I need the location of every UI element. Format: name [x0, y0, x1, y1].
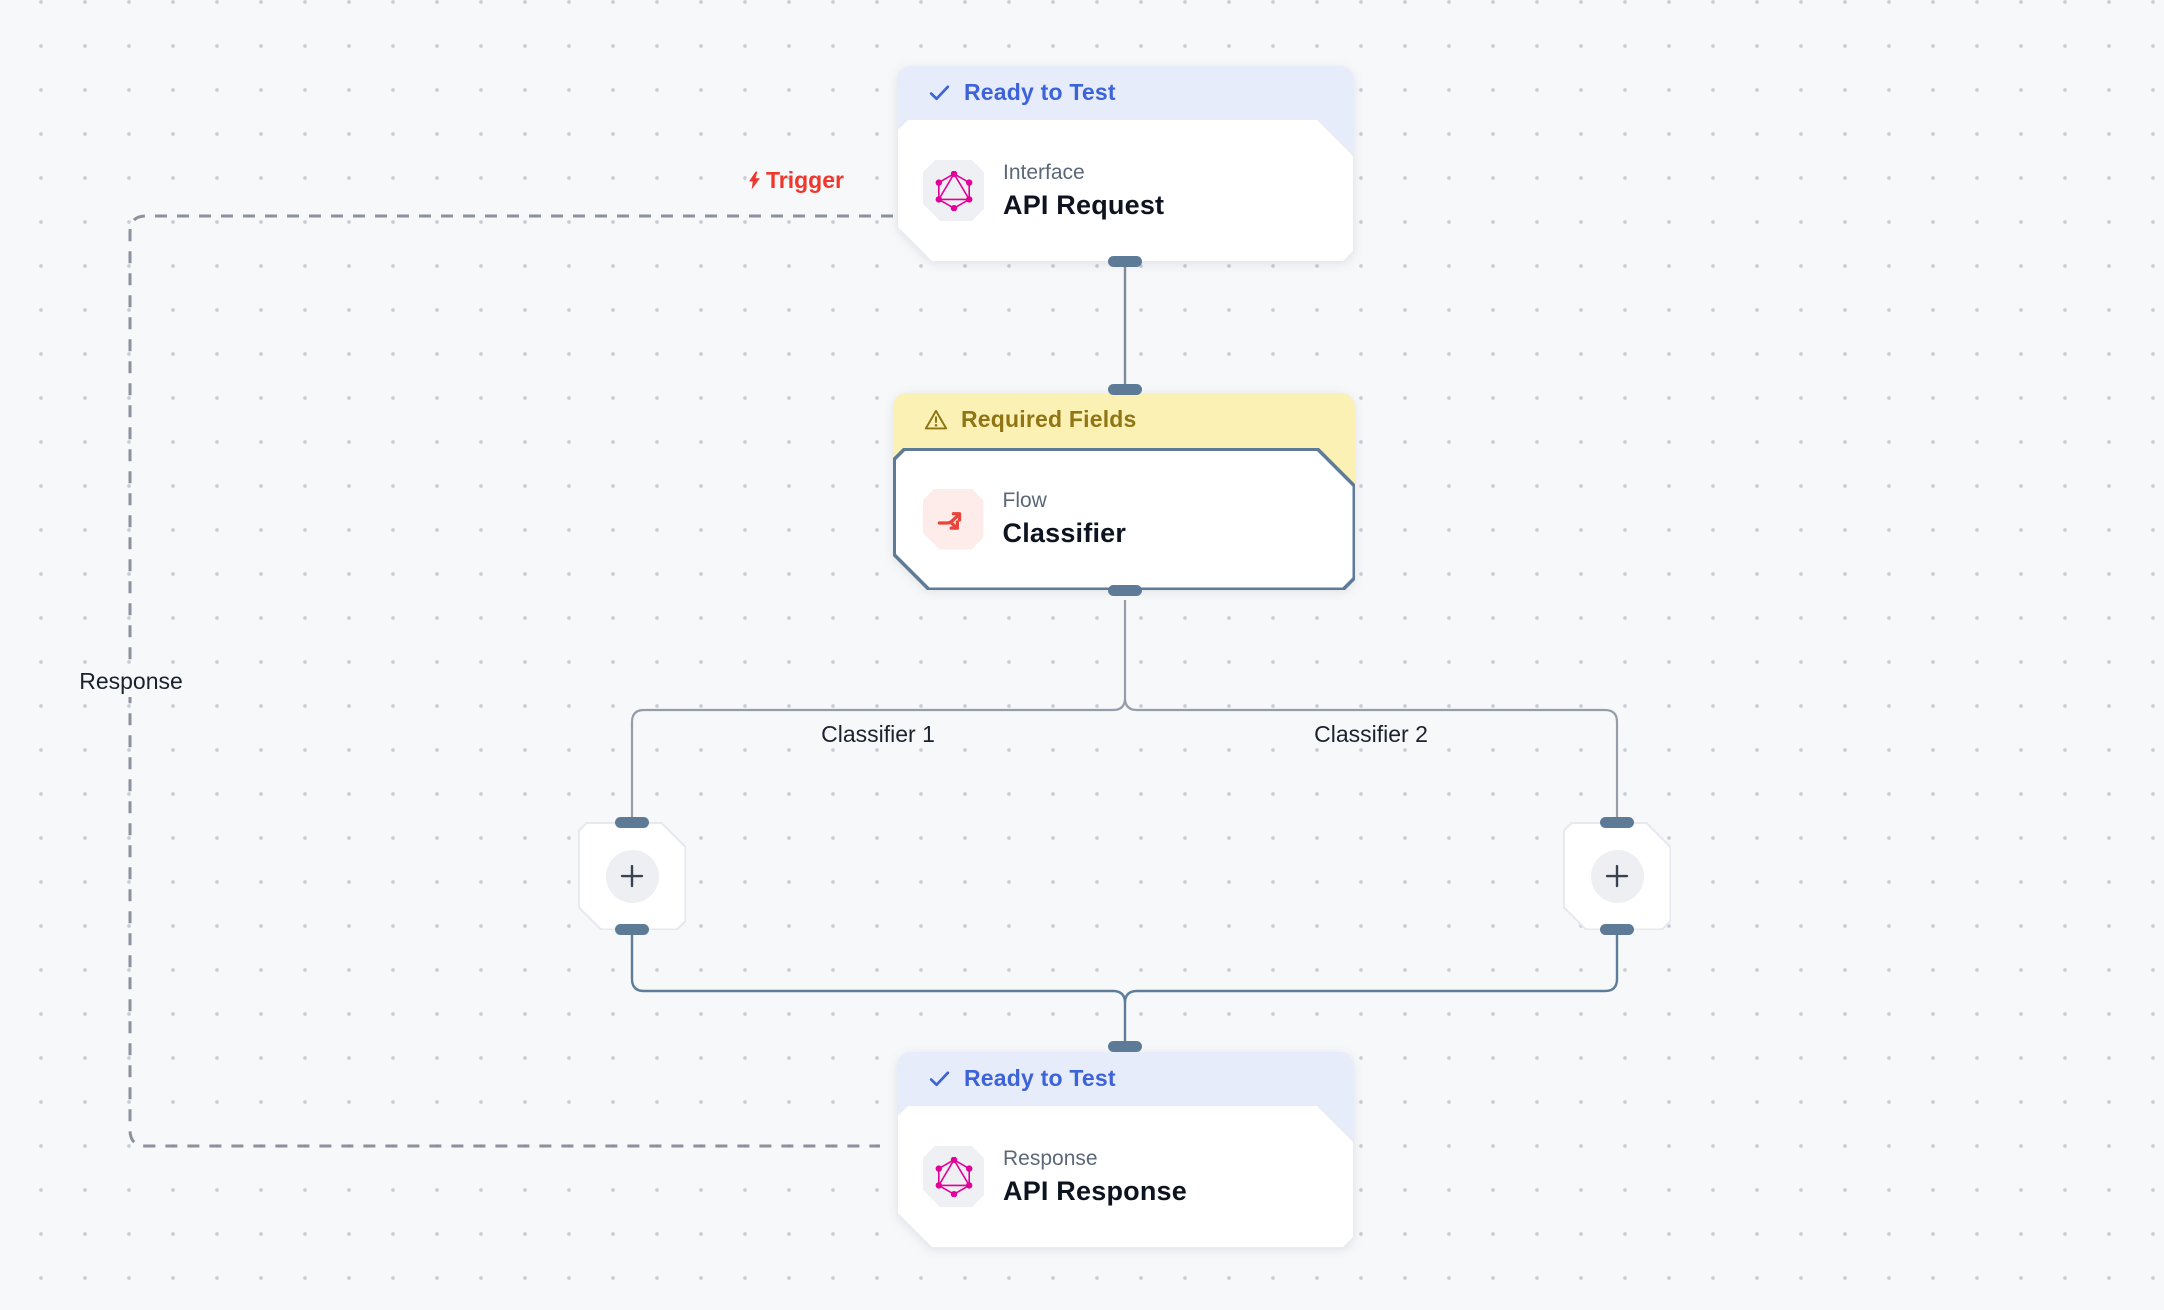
add-branch-button-2[interactable] — [1563, 822, 1671, 930]
connection-handle-target[interactable] — [1108, 384, 1142, 395]
status-badge-label: Required Fields — [961, 406, 1137, 432]
lightning-bolt-icon — [749, 171, 760, 190]
connection-handle-source[interactable] — [1600, 924, 1634, 935]
edge-branches-to-response[interactable] — [630, 928, 1619, 1044]
edge-response-loop[interactable] — [128, 214, 893, 1148]
trigger-edge-label: Trigger — [744, 167, 844, 194]
connection-handle-source[interactable] — [1108, 256, 1142, 267]
edge-classifier-branches[interactable] — [630, 600, 1619, 820]
connection-handle-source[interactable] — [1108, 585, 1142, 596]
status-badge-label: Ready to Test — [964, 79, 1116, 105]
classifier-branch-2-label: Classifier 2 — [1314, 721, 1428, 747]
node-card[interactable]: Flow Classifier — [893, 448, 1355, 590]
status-badge-label: Ready to Test — [964, 1065, 1116, 1091]
node-title: API Request — [1003, 189, 1165, 220]
node-category: Flow — [1002, 489, 1047, 512]
plus-icon[interactable] — [606, 850, 659, 903]
graphql-icon — [923, 160, 984, 221]
check-icon — [929, 1071, 950, 1087]
trigger-edge-label-text: Trigger — [766, 167, 844, 193]
connection-handle-source[interactable] — [615, 924, 649, 935]
node-classifier[interactable]: Required Fields Flow Classifier — [893, 393, 1355, 590]
node-category: Response — [1003, 1146, 1098, 1170]
node-title: Classifier — [1002, 518, 1127, 548]
graphql-icon — [923, 1146, 984, 1207]
node-title: API Response — [1003, 1175, 1187, 1206]
split-arrows-icon — [923, 489, 984, 550]
plus-icon[interactable] — [1591, 850, 1644, 903]
connection-handle-target[interactable] — [1600, 817, 1634, 828]
node-api-response[interactable]: Ready to Test — [897, 1052, 1354, 1248]
check-icon — [929, 85, 950, 101]
warning-icon — [924, 409, 948, 429]
node-card[interactable]: Response API Response — [897, 1105, 1354, 1248]
node-card[interactable]: Interface API Request — [897, 119, 1354, 262]
connection-handle-target[interactable] — [1108, 1041, 1142, 1052]
classifier-branch-1-label: Classifier 1 — [821, 721, 935, 747]
connection-handle-target[interactable] — [615, 817, 649, 828]
node-category: Interface — [1003, 160, 1085, 184]
response-edge-label: Response — [66, 666, 196, 697]
node-api-request[interactable]: Ready to Test — [897, 66, 1354, 262]
add-branch-button-1[interactable] — [578, 822, 686, 930]
